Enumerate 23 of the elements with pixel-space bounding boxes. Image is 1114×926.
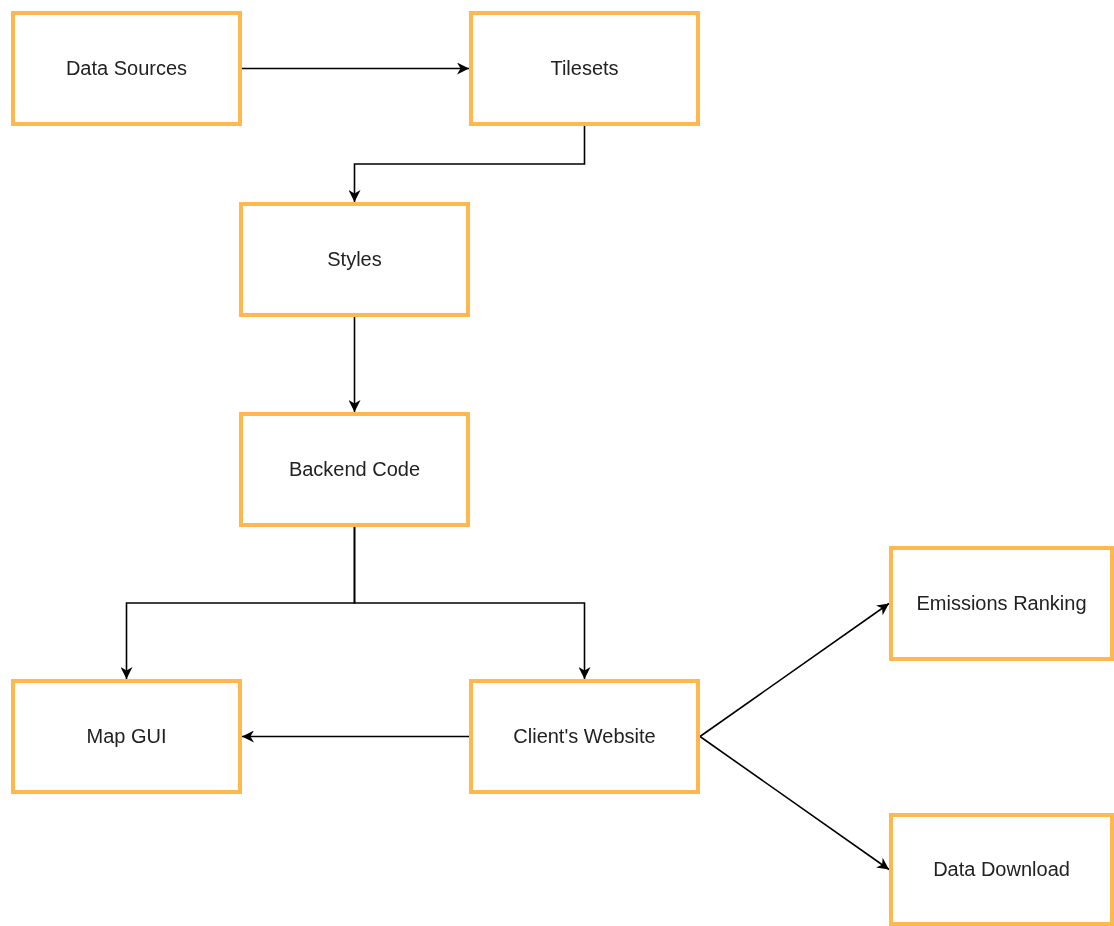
box-label: Data Download [933, 858, 1070, 881]
box-label: Emissions Ranking [916, 592, 1087, 615]
process-box [239, 202, 470, 317]
arrow [348, 316, 361, 413]
arrow [699, 602, 890, 738]
box-label: Client's Website [513, 725, 656, 748]
process-box [889, 813, 1114, 926]
arrow [699, 735, 890, 871]
box-label: Tilesets [550, 57, 619, 80]
box-label: Map GUI [86, 725, 167, 748]
arrow [241, 730, 470, 743]
box-label: Backend Code [288, 458, 421, 481]
box-label: Styles [327, 248, 382, 271]
arrow [348, 125, 586, 203]
process-box [11, 679, 242, 794]
arrow [353, 526, 591, 680]
process-box [889, 546, 1114, 661]
process-box [11, 11, 242, 126]
box-label: Data Sources [65, 57, 188, 80]
process-box [469, 679, 700, 794]
process-box [469, 11, 700, 126]
process-box [239, 412, 470, 527]
arrow [241, 62, 470, 75]
